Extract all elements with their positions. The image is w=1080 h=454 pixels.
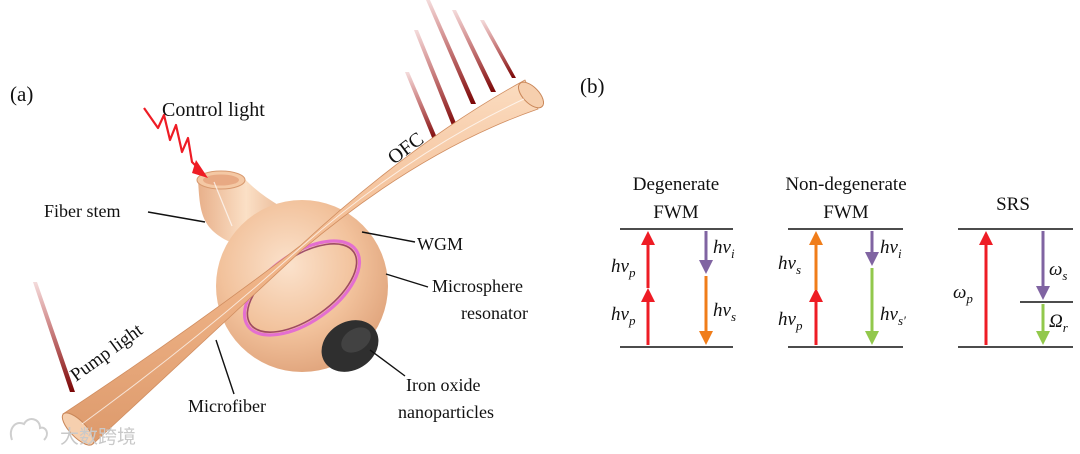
microfiber: [61, 79, 545, 446]
microsphere-label-line2: resonator: [461, 303, 528, 323]
microsphere-label-line1: Microsphere: [432, 276, 523, 296]
iron-oxide-label-line2: nanoparticles: [398, 402, 494, 422]
deg-arrows: [641, 231, 713, 345]
microfiber-label: Microfiber: [188, 396, 266, 416]
nondegenerate-title-1: Non-degenerate: [785, 174, 906, 195]
nondegenerate-title-2: FWM: [823, 202, 869, 223]
srs-omega-s: ωs: [1049, 259, 1067, 283]
nondeg-arrows: [809, 231, 879, 345]
iron-oxide-leader: [369, 349, 406, 377]
nondeg-hvs-prime: hνs′: [880, 304, 906, 328]
watermark: 大数跨境: [10, 418, 136, 448]
nondeg-hvs: hνs: [778, 253, 801, 277]
control-light-label: Control light: [162, 99, 265, 121]
microsphere-leader: [385, 273, 429, 288]
panel-b: (b) Degenerate FWM Non-degenerate FWM SR…: [580, 74, 1073, 348]
panel-b-label: (b): [580, 74, 605, 98]
degenerate-title-2: FWM: [653, 202, 699, 223]
watermark-text: 大数跨境: [60, 426, 136, 448]
ofc-pulse-5: [405, 72, 438, 140]
srs-omega-p: ωp: [953, 282, 973, 306]
wgm-leader: [361, 231, 416, 243]
deg-hvp-upper: hνp: [611, 256, 636, 280]
microfiber-leader: [215, 339, 235, 395]
ofc-pulses: [405, 0, 516, 140]
nondeg-hvp: hνp: [778, 309, 803, 333]
iron-oxide-label-line1: Iron oxide: [406, 375, 480, 395]
ofc-pulse-3: [480, 20, 516, 78]
ofc-pulse-1: [426, 0, 476, 104]
degenerate-title-1: Degenerate: [633, 174, 720, 195]
ofc-pulse-2: [452, 10, 496, 92]
ofc-pulse-4: [414, 30, 458, 128]
watermark-logo-icon: [10, 418, 48, 441]
deg-hvp-lower: hνp: [611, 304, 636, 328]
wgm-label: WGM: [417, 234, 463, 254]
deg-hvs: hνs: [713, 300, 736, 324]
panel-a: (a): [10, 0, 545, 446]
nondeg-hvi: hνi: [880, 237, 902, 261]
srs-Omega-r: Ωr: [1049, 311, 1069, 335]
pump-pulse: [33, 282, 75, 392]
srs-title: SRS: [996, 194, 1030, 215]
control-light-wave: [143, 107, 208, 178]
fiber-stem-label: Fiber stem: [44, 201, 121, 221]
energy-levels: [620, 228, 1073, 348]
panel-a-label: (a): [10, 82, 33, 106]
deg-hvi: hνi: [713, 237, 735, 261]
srs-arrows: [979, 231, 1050, 345]
fiber-stem-leader: [147, 211, 206, 223]
